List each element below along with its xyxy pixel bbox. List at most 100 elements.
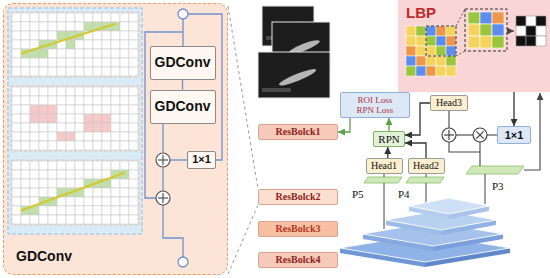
grid-cell xyxy=(102,215,111,224)
grid-cell xyxy=(66,114,75,123)
grid-cell xyxy=(102,40,111,49)
node-text: Head1 xyxy=(371,160,397,172)
grid-cell xyxy=(30,22,39,31)
grid-cell xyxy=(30,58,39,67)
grid-cell xyxy=(30,114,39,123)
grid-cell xyxy=(39,13,48,22)
heatmap-cell xyxy=(416,56,426,66)
resblock-box: ResBolck2 xyxy=(258,189,338,205)
grid-cell xyxy=(102,13,111,22)
grid-cell xyxy=(66,141,75,150)
heatmap-cell xyxy=(426,36,436,46)
grid-cell xyxy=(39,123,48,132)
grid-cell xyxy=(75,87,84,96)
grid-cell xyxy=(66,58,75,67)
grid-cell xyxy=(93,197,102,206)
grid-cell xyxy=(21,105,30,114)
grid-cell xyxy=(21,96,30,105)
grid-cell xyxy=(75,197,84,206)
grid-cell xyxy=(21,22,30,31)
grid-cell xyxy=(57,161,66,170)
grid-cell xyxy=(30,188,39,197)
grid-cell xyxy=(57,58,66,67)
grid-cell xyxy=(120,141,129,150)
wire xyxy=(188,14,222,160)
grid-cell xyxy=(48,105,57,114)
io-port xyxy=(178,257,188,267)
grid-cell xyxy=(102,96,111,105)
grid-cell xyxy=(120,67,129,76)
head-box: Head3 xyxy=(430,95,468,111)
grid-frame xyxy=(11,160,139,225)
grid-cell xyxy=(21,161,30,170)
grid-cell xyxy=(75,13,84,22)
grid-cell xyxy=(93,170,102,179)
grid-cell xyxy=(129,206,138,215)
grid-cell xyxy=(120,161,129,170)
io-port xyxy=(178,9,188,19)
sampling-line xyxy=(21,173,125,211)
grid-cell xyxy=(30,96,39,105)
heatmap-cell xyxy=(468,12,480,24)
operator-stroke xyxy=(476,131,483,138)
grid-cell xyxy=(120,13,129,22)
heatmap-cell xyxy=(406,46,416,56)
heatmap-cell xyxy=(436,26,446,36)
grid-cell xyxy=(84,141,93,150)
connector xyxy=(387,147,388,158)
grid-cell xyxy=(30,31,39,40)
grid-cell xyxy=(39,188,48,197)
grid-cell xyxy=(48,13,57,22)
grid-cell xyxy=(57,132,66,141)
heatmap-cell xyxy=(416,36,426,46)
grid-cell xyxy=(93,206,102,215)
sampling-line xyxy=(21,24,116,54)
gdconv-box: GDConv xyxy=(150,46,216,80)
grid-cell xyxy=(111,114,120,123)
grid-cell xyxy=(120,132,129,141)
grid-cell xyxy=(93,58,102,67)
node-text: GDConv xyxy=(155,54,211,70)
grid-cell xyxy=(129,188,138,197)
heatmap-cell xyxy=(480,36,492,48)
node-text: ResBolck3 xyxy=(276,223,321,235)
grid-cell xyxy=(48,58,57,67)
operator-stroke xyxy=(448,130,449,140)
feature-level-label: P3 xyxy=(492,180,504,193)
grid-cell xyxy=(75,206,84,215)
grid-cell xyxy=(57,13,66,22)
grid-cell xyxy=(30,215,39,224)
grid-cell xyxy=(39,96,48,105)
wire xyxy=(524,93,540,170)
grid-cell xyxy=(93,188,102,197)
grid-cell xyxy=(93,141,102,150)
grid-cell xyxy=(21,170,30,179)
grid-cell xyxy=(120,40,129,49)
grid-cell xyxy=(84,13,93,22)
grid-cell xyxy=(12,114,21,123)
grid-cell xyxy=(39,105,48,114)
binary-cell xyxy=(516,16,526,26)
connector xyxy=(388,118,389,131)
grid-cell xyxy=(21,197,30,206)
grid-cell xyxy=(39,132,48,141)
grid-cell xyxy=(39,179,48,188)
grid-cell xyxy=(93,40,102,49)
grid-cell xyxy=(30,13,39,22)
binary-cell xyxy=(536,36,546,46)
grid-cell xyxy=(84,197,93,206)
heatmap-cell xyxy=(468,36,480,48)
grid-cell xyxy=(66,105,75,114)
feature-level-label: P5 xyxy=(352,188,364,201)
grid-cell xyxy=(129,105,138,114)
grid-cell xyxy=(129,58,138,67)
heatmap-cell xyxy=(406,26,416,36)
grid-cell xyxy=(21,58,30,67)
grid-cell xyxy=(30,170,39,179)
grid-cell xyxy=(93,96,102,105)
add-operator xyxy=(442,128,456,142)
binary-cell xyxy=(536,26,546,36)
grid-cell xyxy=(39,141,48,150)
grid-cell xyxy=(12,215,21,224)
grid-cell xyxy=(48,161,57,170)
